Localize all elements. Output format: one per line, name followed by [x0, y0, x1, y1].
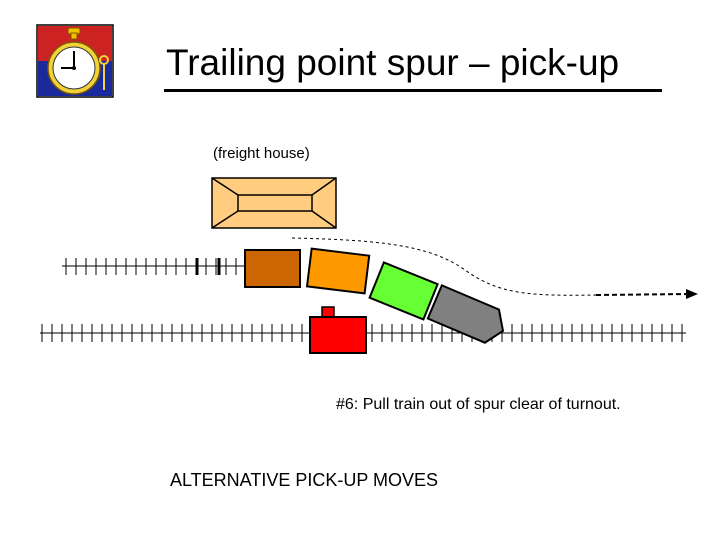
- spur-track: [62, 258, 250, 275]
- freight-house: [211, 177, 337, 229]
- locomotive: [426, 284, 505, 344]
- move-path-arrow: [291, 237, 698, 299]
- step-caption: #6: Pull train out of spur clear of turn…: [336, 396, 621, 413]
- stopwatch-logo: [36, 24, 114, 98]
- boxcar-orange: [305, 247, 371, 295]
- boxcar-green: [368, 261, 439, 321]
- boxcar-brown: [244, 249, 301, 288]
- alternative-moves-heading: ALTERNATIVE PICK-UP MOVES: [170, 470, 439, 490]
- caboose: [309, 306, 367, 354]
- freight-house-label: (freight house): [213, 145, 310, 162]
- title-underline: [164, 89, 662, 92]
- page-title: Trailing point spur – pick-up: [166, 42, 620, 83]
